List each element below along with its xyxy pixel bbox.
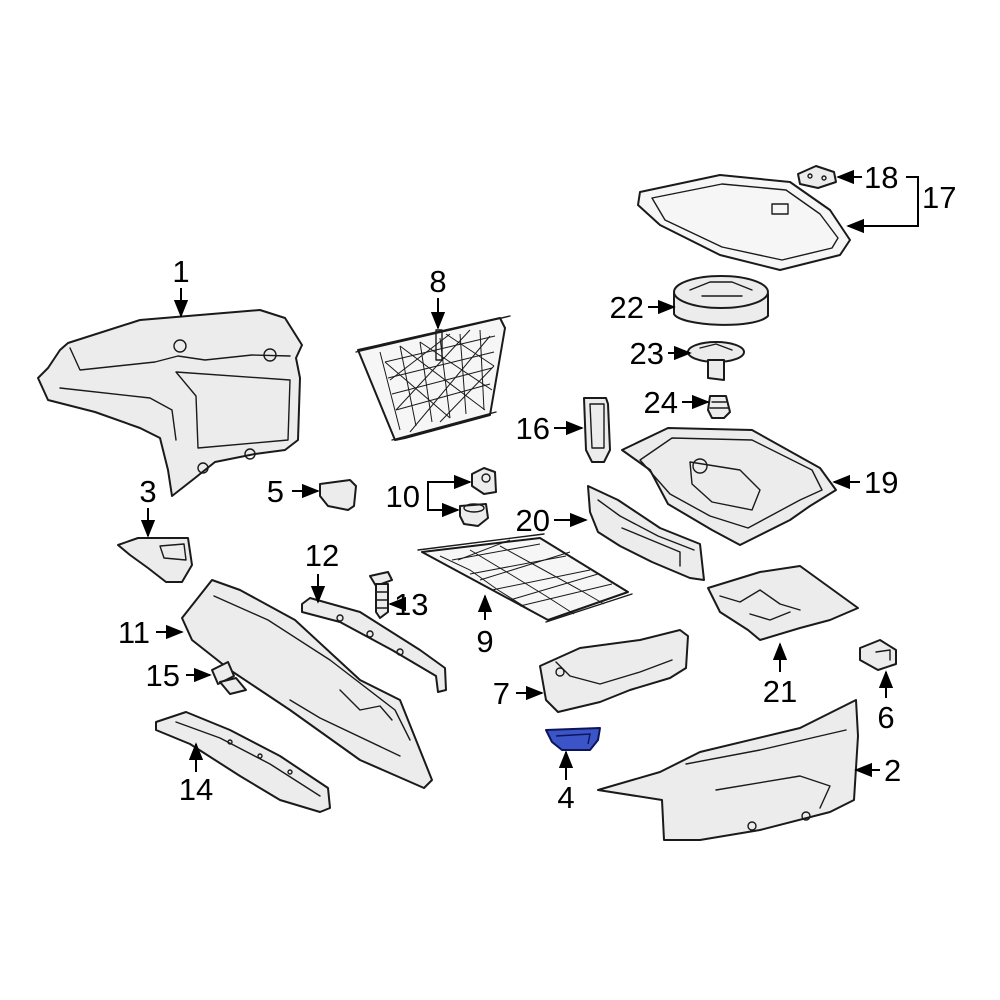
callout-20: 20 bbox=[516, 503, 550, 538]
callout-3: 3 bbox=[139, 474, 156, 509]
callout-18: 18 bbox=[864, 160, 898, 195]
part-20-side-panel bbox=[587, 485, 705, 581]
callout-labels: 1 2 3 4 5 6 7 8 9 10 11 12 13 14 15 16 1… bbox=[118, 160, 957, 815]
part-6-clip bbox=[859, 639, 897, 671]
callout-14: 14 bbox=[179, 772, 213, 807]
leader-lines bbox=[140, 169, 919, 780]
callout-9: 9 bbox=[476, 624, 493, 659]
callout-7: 7 bbox=[493, 676, 510, 711]
part-21-floor-panel bbox=[707, 565, 859, 641]
part-23-knob bbox=[687, 341, 745, 381]
part-15-push-clip bbox=[211, 661, 247, 695]
part-12-rail-strip bbox=[301, 597, 447, 693]
part-5-clip bbox=[319, 479, 357, 511]
callout-13: 13 bbox=[394, 587, 428, 622]
part-4-bracket-highlighted bbox=[545, 727, 601, 751]
callout-16: 16 bbox=[516, 411, 550, 446]
callout-11: 11 bbox=[118, 615, 150, 650]
part-22-organizer bbox=[673, 275, 769, 326]
callout-23: 23 bbox=[630, 336, 664, 371]
callout-10: 10 bbox=[386, 479, 420, 514]
callout-21: 21 bbox=[763, 674, 797, 709]
callout-24: 24 bbox=[644, 385, 678, 420]
part-19-storage-tub bbox=[621, 427, 837, 546]
callout-5: 5 bbox=[267, 474, 284, 509]
part-24-bolt bbox=[707, 395, 731, 419]
callout-8: 8 bbox=[429, 264, 446, 299]
part-8-cargo-net bbox=[355, 315, 511, 441]
part-16-bracket bbox=[583, 397, 611, 463]
part-1-side-trim-panel bbox=[37, 309, 303, 497]
callout-12: 12 bbox=[305, 538, 339, 573]
part-10-hooks bbox=[459, 467, 497, 527]
part-18-clip bbox=[797, 165, 837, 189]
part-7-trim-panel bbox=[539, 629, 689, 713]
callout-2: 2 bbox=[884, 753, 901, 788]
part-9-floor-net bbox=[417, 533, 633, 623]
callout-6: 6 bbox=[877, 700, 894, 735]
callout-4: 4 bbox=[557, 780, 574, 815]
callout-19: 19 bbox=[864, 465, 898, 500]
callout-15: 15 bbox=[146, 658, 180, 693]
part-3-trim-cover bbox=[117, 537, 193, 583]
callout-1: 1 bbox=[172, 254, 189, 289]
part-14-sill-plate bbox=[155, 711, 331, 813]
part-2-rear-trim bbox=[597, 699, 859, 841]
callout-17: 17 bbox=[922, 180, 956, 215]
part-13-push-pin bbox=[369, 571, 393, 619]
part-17-floor-mat bbox=[637, 174, 851, 271]
part-11-side-trim bbox=[181, 579, 433, 789]
callout-22: 22 bbox=[610, 290, 644, 325]
